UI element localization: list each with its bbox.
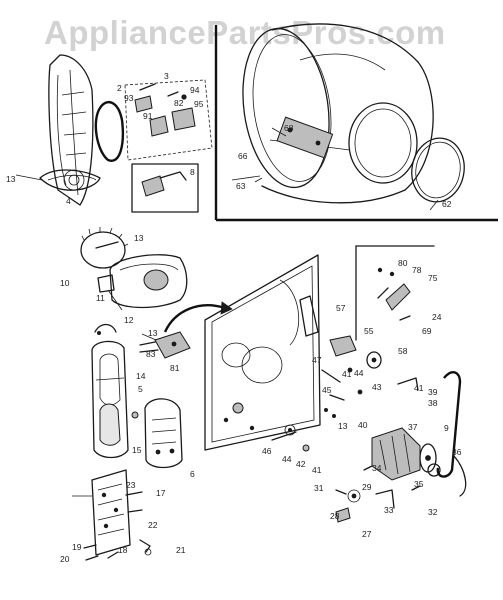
- callout-75: 75: [428, 273, 438, 283]
- timer-housing: [97, 254, 188, 311]
- callout-29: 29: [362, 482, 372, 492]
- control-panel: [91, 340, 129, 459]
- callout-95: 95: [194, 99, 204, 109]
- callout-39: 39: [428, 387, 438, 397]
- idler-assembly: [299, 295, 419, 401]
- callout-14: 14: [136, 371, 146, 381]
- callout-57: 57: [336, 303, 346, 313]
- callout-78: 78: [412, 265, 422, 275]
- callout-28: 28: [330, 511, 340, 521]
- callout-40: 40: [358, 420, 368, 430]
- heater-bracket: [377, 267, 411, 321]
- small-hardware: [107, 539, 152, 559]
- callout-22: 22: [148, 520, 158, 530]
- callout-68: 68: [284, 123, 294, 133]
- part-8-box: [131, 163, 199, 213]
- callout-21: 21: [176, 545, 186, 555]
- callout-19: 19: [72, 542, 82, 552]
- callout-37: 37: [408, 422, 418, 432]
- callout-44-right: 44: [354, 368, 364, 378]
- callout-47: 47: [312, 355, 322, 365]
- watermark-logo: AppliancePartsPros.com: [44, 14, 446, 51]
- drum-seal-ring: [411, 137, 465, 203]
- callout-93: 93: [124, 93, 134, 103]
- callout-36: 36: [452, 447, 462, 457]
- callout-80: 80: [398, 258, 408, 268]
- callout-55: 55: [364, 326, 374, 336]
- callout-15: 15: [132, 445, 142, 455]
- callout-13-timer: 13: [134, 233, 144, 243]
- callout-45: 45: [322, 385, 332, 395]
- drum-inset-frame: [214, 25, 498, 222]
- callout-12: 12: [124, 315, 134, 325]
- callout-66: 66: [238, 151, 248, 161]
- callout-58: 58: [398, 346, 408, 356]
- callout-13-top: 13: [6, 174, 16, 184]
- part-inset-frame: [355, 245, 435, 341]
- base-bracket: [83, 469, 143, 561]
- callout-42: 42: [296, 459, 306, 469]
- callout-81-left: 81: [170, 363, 180, 373]
- timer-dial: [80, 227, 129, 269]
- callout-41-low: 41: [312, 465, 322, 475]
- callout-20: 20: [60, 554, 70, 564]
- callout-18: 18: [118, 545, 128, 555]
- callout-8: 8: [190, 167, 195, 177]
- callout-27: 27: [362, 529, 372, 539]
- drive-motor: [363, 427, 441, 481]
- callout-82: 82: [174, 98, 184, 108]
- callout-2: 2: [117, 83, 122, 93]
- callout-41-right: 41: [414, 383, 424, 393]
- lint-duct-assembly: [48, 54, 94, 206]
- callout-4: 4: [66, 196, 71, 206]
- belt-loop: [39, 169, 101, 191]
- callout-23: 23: [126, 480, 136, 490]
- assembly-arrow: [163, 301, 233, 333]
- callout-13-mid: 13: [338, 421, 348, 431]
- callout-13-switch: 13: [148, 328, 158, 338]
- callout-34: 34: [372, 463, 382, 473]
- callout-38: 38: [428, 398, 438, 408]
- callout-44-mid: 44: [282, 454, 292, 464]
- callout-83: 83: [146, 349, 156, 359]
- switch-assembly: [139, 331, 191, 359]
- callout-6: 6: [190, 469, 195, 479]
- callout-41-mid: 41: [342, 369, 352, 379]
- fastener-group: [271, 407, 336, 452]
- callout-3: 3: [164, 71, 169, 81]
- callout-32: 32: [428, 507, 438, 517]
- callout-33: 33: [384, 505, 394, 515]
- rear-panel: [204, 254, 321, 451]
- cover-plate: [131, 398, 183, 469]
- callout-11: 11: [96, 293, 105, 303]
- callout-31: 31: [314, 483, 324, 493]
- door-gasket: [94, 100, 124, 162]
- callout-91: 91: [143, 111, 153, 121]
- callout-69: 69: [422, 326, 432, 336]
- door-switch-group-box: [124, 79, 213, 161]
- callout-35: 35: [414, 479, 424, 489]
- callout-43: 43: [372, 382, 382, 392]
- callout-10: 10: [60, 278, 70, 288]
- blower-parts: [335, 485, 421, 523]
- drum: [242, 23, 434, 204]
- callout-5: 5: [138, 384, 143, 394]
- drive-belt: [436, 371, 467, 497]
- callout-63: 63: [236, 181, 246, 191]
- callout-9: 9: [444, 423, 449, 433]
- callout-17: 17: [156, 488, 166, 498]
- callout-46: 46: [262, 446, 272, 456]
- leader-lines: [15, 127, 439, 497]
- callout-62: 62: [442, 199, 452, 209]
- callout-94: 94: [190, 85, 200, 95]
- callout-24: 24: [432, 312, 442, 322]
- clip-part: [94, 323, 117, 335]
